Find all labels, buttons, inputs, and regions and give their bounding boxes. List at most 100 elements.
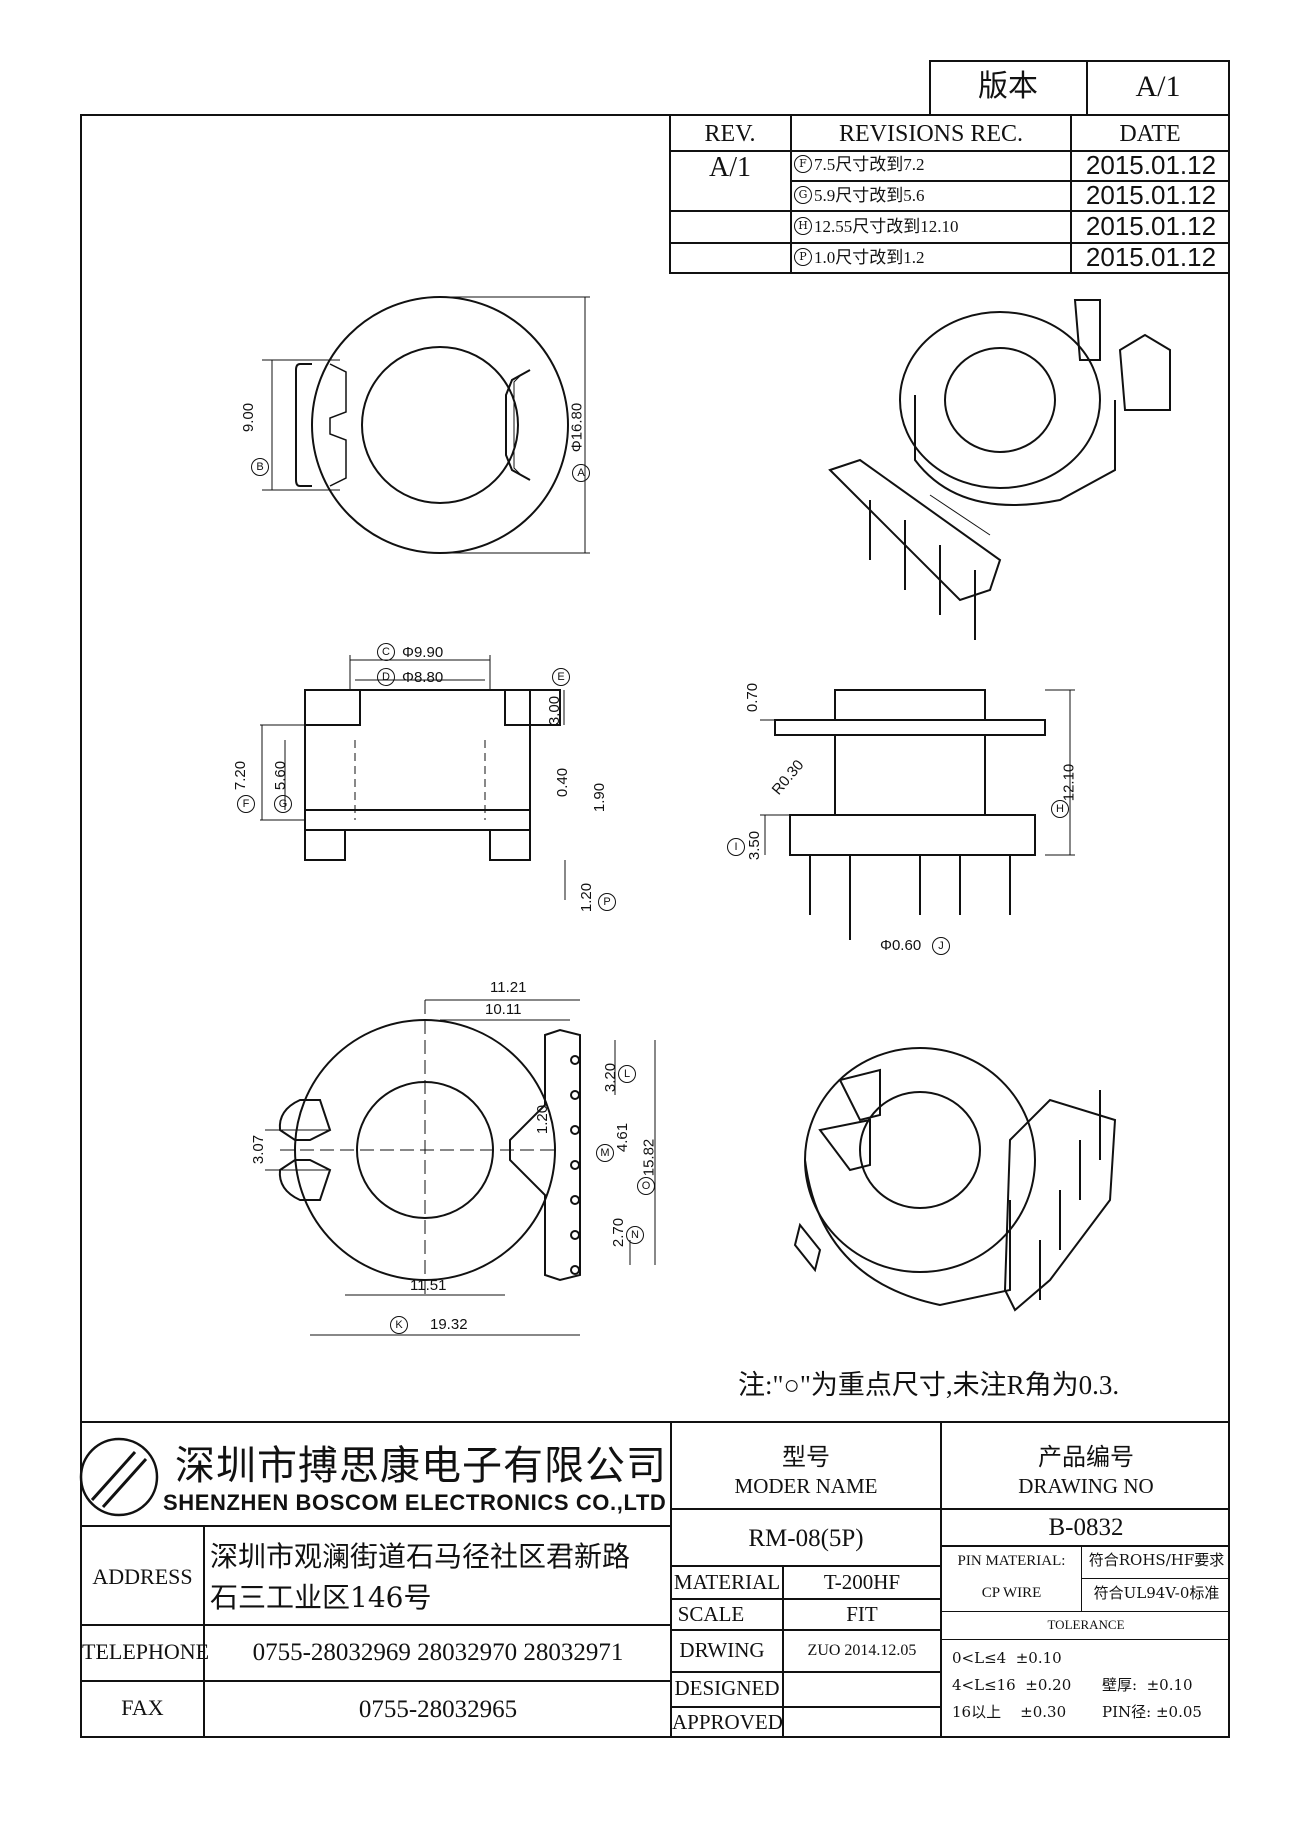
revisions-rec-header: REVISIONS REC. — [838, 121, 1024, 147]
marker-circle-icon: H — [794, 217, 812, 235]
dim-circle-icon: E — [552, 668, 570, 686]
marker-circle-icon: F — [794, 155, 812, 173]
title-col-divider-b — [940, 1421, 942, 1738]
dim-front-pin-len: 1.20 — [578, 882, 596, 913]
revision-text: 7.5尺寸改到7.2 — [814, 155, 925, 174]
dim-bottom-w2: 10.11 — [485, 1001, 522, 1018]
company-name-en: SHENZHEN BOSCOM ELECTRONICS CO.,LTD — [163, 1490, 667, 1515]
date-header: DATE — [1119, 121, 1181, 147]
left-field-divider — [782, 1565, 784, 1738]
tolerance-bottom — [940, 1639, 1230, 1640]
dim-bottom-total: 15.82 — [640, 1138, 658, 1177]
tolerance-row-3: 16以上 ±0.30 — [952, 1703, 1067, 1721]
dim-bottom-pitch-b: 2.70 — [610, 1217, 628, 1248]
model-label-cn: 型号 — [782, 1443, 830, 1471]
telephone-value: 0755-28032969 28032970 28032971 — [252, 1639, 624, 1666]
model-header-bottom — [670, 1508, 1230, 1510]
dim-circle-icon: C — [377, 643, 395, 661]
scale-value: FIT — [846, 1602, 878, 1626]
revision-text: 1.0尺寸改到1.2 — [814, 248, 925, 267]
dim-bottom-mid: 4.61 — [614, 1122, 632, 1153]
address-line-2: 石三工业区146号 — [210, 1581, 432, 1614]
dim-front-height: 7.20 — [232, 760, 250, 791]
fax-label: FAX — [121, 1695, 164, 1720]
company-logo-icon — [79, 1437, 159, 1517]
revision-date: 2015.01.12 — [1085, 242, 1217, 272]
version-label: 版本 — [978, 70, 1038, 103]
dim-circle-icon: P — [598, 893, 616, 911]
rev-row-divider-3 — [669, 242, 1230, 244]
telephone-label: TELEPHONE — [82, 1639, 210, 1664]
fax-value: 0755-28032965 — [358, 1696, 518, 1723]
marker-circle-icon: G — [794, 186, 812, 204]
pin-material-value: 符合ROHS/HF要求 — [1088, 1551, 1225, 1569]
pin-tolerance: PIN径: ±0.05 — [1102, 1703, 1202, 1721]
top-view — [262, 296, 590, 554]
rev-col-divider-1 — [790, 114, 792, 274]
wall-tolerance: 壁厚: ±0.10 — [1102, 1676, 1193, 1694]
dim-circle-icon: B — [251, 458, 269, 476]
dim-circle-icon: F — [237, 795, 255, 813]
dim-front-inner-height: 5.60 — [272, 760, 290, 791]
isometric-view-top — [828, 299, 1171, 640]
drwing-label: DRWING — [679, 1638, 765, 1662]
drawing-label-en: DRAWING NO — [1018, 1474, 1154, 1498]
drawing-note: 注:"○"为重点尺寸,未注R角为0.3. — [738, 1370, 1120, 1400]
pin-material-bottom — [1081, 1578, 1230, 1579]
bobbin-inner-circle — [361, 346, 519, 504]
dim-front-wall: 0.40 — [554, 767, 572, 798]
dim-side-base: 3.50 — [746, 830, 764, 861]
dim-circle-icon: N — [626, 1226, 644, 1244]
front-view — [260, 655, 566, 900]
address-bottom — [80, 1624, 670, 1626]
dim-side-pin-dia: Φ0.60 — [880, 937, 922, 954]
material-value: T-200HF — [823, 1570, 901, 1594]
address-label-divider — [203, 1525, 205, 1738]
drawing-value: B-0832 — [1048, 1514, 1124, 1541]
drwing-value: ZUO 2014.12.05 — [807, 1642, 917, 1659]
model-label-en: MODER NAME — [734, 1474, 878, 1498]
revision-date: 2015.01.12 — [1085, 150, 1217, 180]
title-block-top — [80, 1421, 1230, 1423]
material-bottom — [670, 1598, 940, 1600]
dim-bottom-pitch-a: 3.20 — [602, 1062, 620, 1093]
right-notch-inner — [513, 373, 523, 477]
rev-value: A/1 — [709, 152, 751, 183]
rev-row-divider-1 — [790, 180, 1230, 182]
right-notch — [505, 369, 531, 481]
revision-date: 2015.01.12 — [1085, 180, 1217, 210]
tolerance-row-1: 0<L≤4 ±0.10 — [952, 1649, 1062, 1667]
dim-circle-icon: K — [390, 1316, 408, 1334]
address-line-1: 深圳市观澜街道石马径社区君新路 — [210, 1540, 631, 1573]
left-flange-tab — [295, 363, 312, 487]
dim-circle-icon: G — [274, 795, 292, 813]
dim-circle-icon: H — [1051, 800, 1069, 818]
cp-wire-value: 符合UL94V-0标准 — [1093, 1584, 1220, 1602]
dim-side-total: 12.10 — [1060, 763, 1078, 802]
dim-bottom-overall: 19.32 — [430, 1316, 468, 1333]
bottom-view — [265, 999, 656, 1336]
drawing-frame — [80, 114, 1230, 1738]
scale-label: SCALE — [677, 1602, 745, 1626]
dim-side-top: 0.70 — [744, 682, 762, 713]
bobbin-outer-circle — [311, 296, 569, 554]
rev-col-divider-2 — [1070, 114, 1072, 274]
dim-front-inner-dia: Φ8.80 — [402, 669, 444, 686]
dim-bottom-w1: 11.21 — [490, 979, 527, 996]
title-col-divider-a — [670, 1421, 672, 1738]
revisions-table — [669, 114, 1230, 274]
revision-date: 2015.01.12 — [1085, 211, 1217, 241]
version-value: A/1 — [1135, 70, 1181, 103]
drwing-bottom — [670, 1671, 940, 1673]
dim-bottom-tab: 3.07 — [250, 1134, 268, 1165]
tolerance-row-2: 4<L≤16 ±0.20 — [952, 1676, 1072, 1694]
dim-circle-icon: J — [932, 937, 950, 955]
pin-material-label: PIN MATERIAL: — [957, 1553, 1066, 1569]
company-bottom-line — [80, 1525, 670, 1527]
address-label: ADDRESS — [92, 1564, 193, 1589]
revision-text: 12.55尺寸改到12.10 — [814, 217, 959, 236]
version-divider — [1086, 60, 1088, 116]
dim-circle-icon: D — [377, 668, 395, 686]
dim-circle-icon: O — [637, 1177, 655, 1195]
